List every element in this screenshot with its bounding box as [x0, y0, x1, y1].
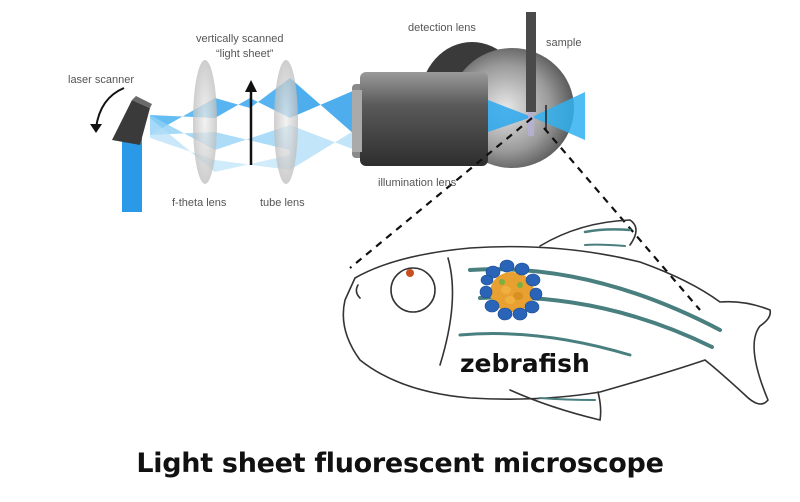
light-sheet-diverging	[532, 92, 585, 140]
label-zebrafish: zebrafish	[460, 349, 590, 378]
label-sample: sample	[546, 37, 581, 49]
rotation-arrowhead-icon	[90, 124, 102, 133]
label-laser-scanner: laser scanner	[68, 74, 134, 86]
label-light-sheet: “light sheet”	[216, 48, 274, 60]
label-tube-lens: tube lens	[260, 197, 305, 209]
label-vertically-scanned: vertically scanned	[196, 33, 283, 45]
diagram-caption: Light sheet fluorescent microscope	[136, 448, 664, 479]
zoom-line-right	[543, 127, 701, 311]
laser-scanner-mirror	[112, 96, 152, 145]
f-theta-lens	[193, 60, 217, 184]
sample-capillary	[528, 112, 534, 136]
label-illumination-lens: illumination lens	[378, 177, 457, 189]
scan-arrowhead-icon	[245, 80, 257, 92]
light-sheet-converging	[488, 100, 532, 132]
sample-holder	[526, 12, 536, 112]
label-f-theta-lens: f-theta lens	[172, 197, 227, 209]
tube-lens	[274, 60, 298, 184]
scanned-beams	[150, 78, 355, 172]
input-laser-beam	[122, 132, 142, 212]
fish-eye-spot	[406, 269, 414, 277]
label-detection-lens: detection lens	[408, 22, 476, 34]
zoom-line-left	[349, 117, 533, 269]
illumination-lens	[352, 72, 488, 166]
cell-cluster	[479, 259, 543, 321]
zebrafish-illustration	[342, 219, 772, 421]
rotation-arrow-icon	[95, 87, 125, 129]
